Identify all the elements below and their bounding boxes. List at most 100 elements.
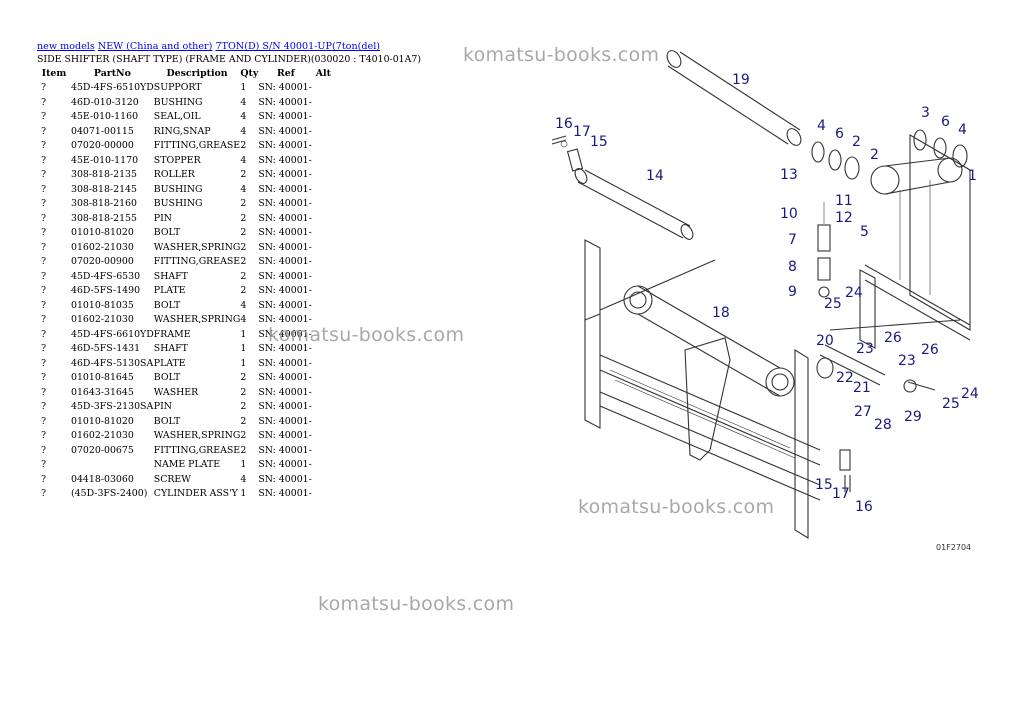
cell-alt (313, 414, 333, 429)
callout-5: 5 (860, 224, 869, 240)
cell-qty: 4 (240, 473, 247, 485)
cell-alt (313, 487, 333, 502)
cell-item: ? (41, 256, 47, 268)
watermark: komatsu-books.com (268, 324, 465, 346)
callout-25: 25 (824, 296, 842, 312)
cell-item: ? (41, 111, 47, 123)
cell-description: NAME PLATE (153, 459, 221, 471)
cell-item: ? (41, 96, 47, 108)
header-item: Item (41, 67, 67, 79)
drawing-code: 01F2704 (936, 543, 971, 552)
cell-partno: 07020-00675 (71, 444, 134, 456)
cell-alt (313, 240, 333, 255)
cell-qty: 4 (240, 96, 247, 108)
cell-partno (71, 458, 154, 473)
roller-parts-drawing (817, 202, 831, 298)
cylinder-parts-drawing (816, 344, 936, 492)
cell-item: ? (41, 314, 47, 326)
cell-description: PIN (153, 212, 172, 224)
cell-ref: SN: 40001- (258, 125, 312, 137)
cell-description: FITTING,GREASE (153, 444, 241, 456)
cell-ref: SN: 40001- (258, 459, 312, 471)
cell-item: ? (41, 473, 47, 485)
header-alt: Alt (315, 67, 331, 79)
cell-alt (313, 168, 333, 183)
cell-item: ? (41, 430, 47, 442)
cell-qty: 1 (240, 357, 247, 369)
cell-description: SHAFT (153, 343, 188, 355)
cell-ref: SN: 40001- (258, 328, 312, 340)
cell-alt (313, 197, 333, 212)
cell-item: ? (41, 198, 47, 210)
cell-partno: 01010-81035 (71, 299, 134, 311)
cell-partno: 01010-81645 (71, 372, 134, 384)
cell-partno: 45D-3FS-2130SA (71, 401, 154, 413)
cell-description: SCREW (153, 473, 191, 485)
cell-description: PLATE (153, 285, 186, 297)
cell-alt (313, 95, 333, 110)
cell-ref: SN: 40001- (258, 285, 312, 297)
breadcrumb-link-new-models[interactable]: new models (37, 41, 95, 52)
cell-partno: 45D-4FS-6510YD (71, 82, 154, 94)
cell-partno: 46D-5FS-1431 (71, 343, 141, 355)
cell-partno: 01010-81020 (71, 415, 134, 427)
callout-22: 22 (836, 370, 854, 386)
cell-item: ? (41, 241, 47, 253)
cell-item: ? (41, 401, 47, 413)
callout-26: 26 (884, 330, 902, 346)
cell-item: ? (41, 82, 47, 94)
cell-alt (313, 458, 333, 473)
cell-ref: SN: 40001- (258, 299, 312, 311)
cell-qty: 2 (240, 270, 247, 282)
cell-partno: 04071-00115 (71, 125, 134, 137)
cell-partno: 45E-010-1160 (71, 111, 139, 123)
cell-qty: 1 (240, 459, 247, 471)
cell-qty: 2 (240, 285, 247, 297)
cell-alt (313, 385, 333, 400)
cell-partno: 308-818-2135 (71, 169, 137, 181)
cell-ref: SN: 40001- (258, 372, 312, 384)
cell-partno: 46D-4FS-5130SA (71, 357, 154, 369)
cell-ref: SN: 40001- (258, 256, 312, 268)
cell-partno: 01643-31645 (71, 386, 134, 398)
cell-description: PLATE (153, 357, 186, 369)
cell-alt (313, 211, 333, 226)
watermark: komatsu-books.com (578, 496, 775, 518)
cell-qty: 2 (240, 241, 247, 253)
cell-description: BOLT (153, 372, 181, 384)
cell-partno: 308-818-2155 (71, 212, 137, 224)
cell-item: ? (41, 125, 47, 137)
cell-description: BOLT (153, 415, 181, 427)
cell-ref: SN: 40001- (258, 183, 312, 195)
cell-qty: 1 (240, 488, 247, 500)
callout-2: 2 (852, 134, 861, 150)
breadcrumb-link-model[interactable]: 7TON(D) S/N 40001-UP(7ton(del) (215, 41, 381, 52)
breadcrumb-link-new-china[interactable]: NEW (China and other) (97, 41, 213, 52)
cell-description: ROLLER (153, 169, 195, 181)
cell-qty: 2 (240, 372, 247, 384)
cell-item: ? (41, 343, 47, 355)
cell-qty: 2 (240, 140, 247, 152)
support-assembly-drawing (829, 134, 971, 349)
cell-ref: SN: 40001- (258, 401, 312, 413)
cell-alt (313, 443, 333, 458)
cell-item: ? (41, 270, 47, 282)
callout-9: 9 (788, 284, 797, 300)
callout-8: 8 (788, 259, 797, 275)
cell-qty: 4 (240, 299, 247, 311)
